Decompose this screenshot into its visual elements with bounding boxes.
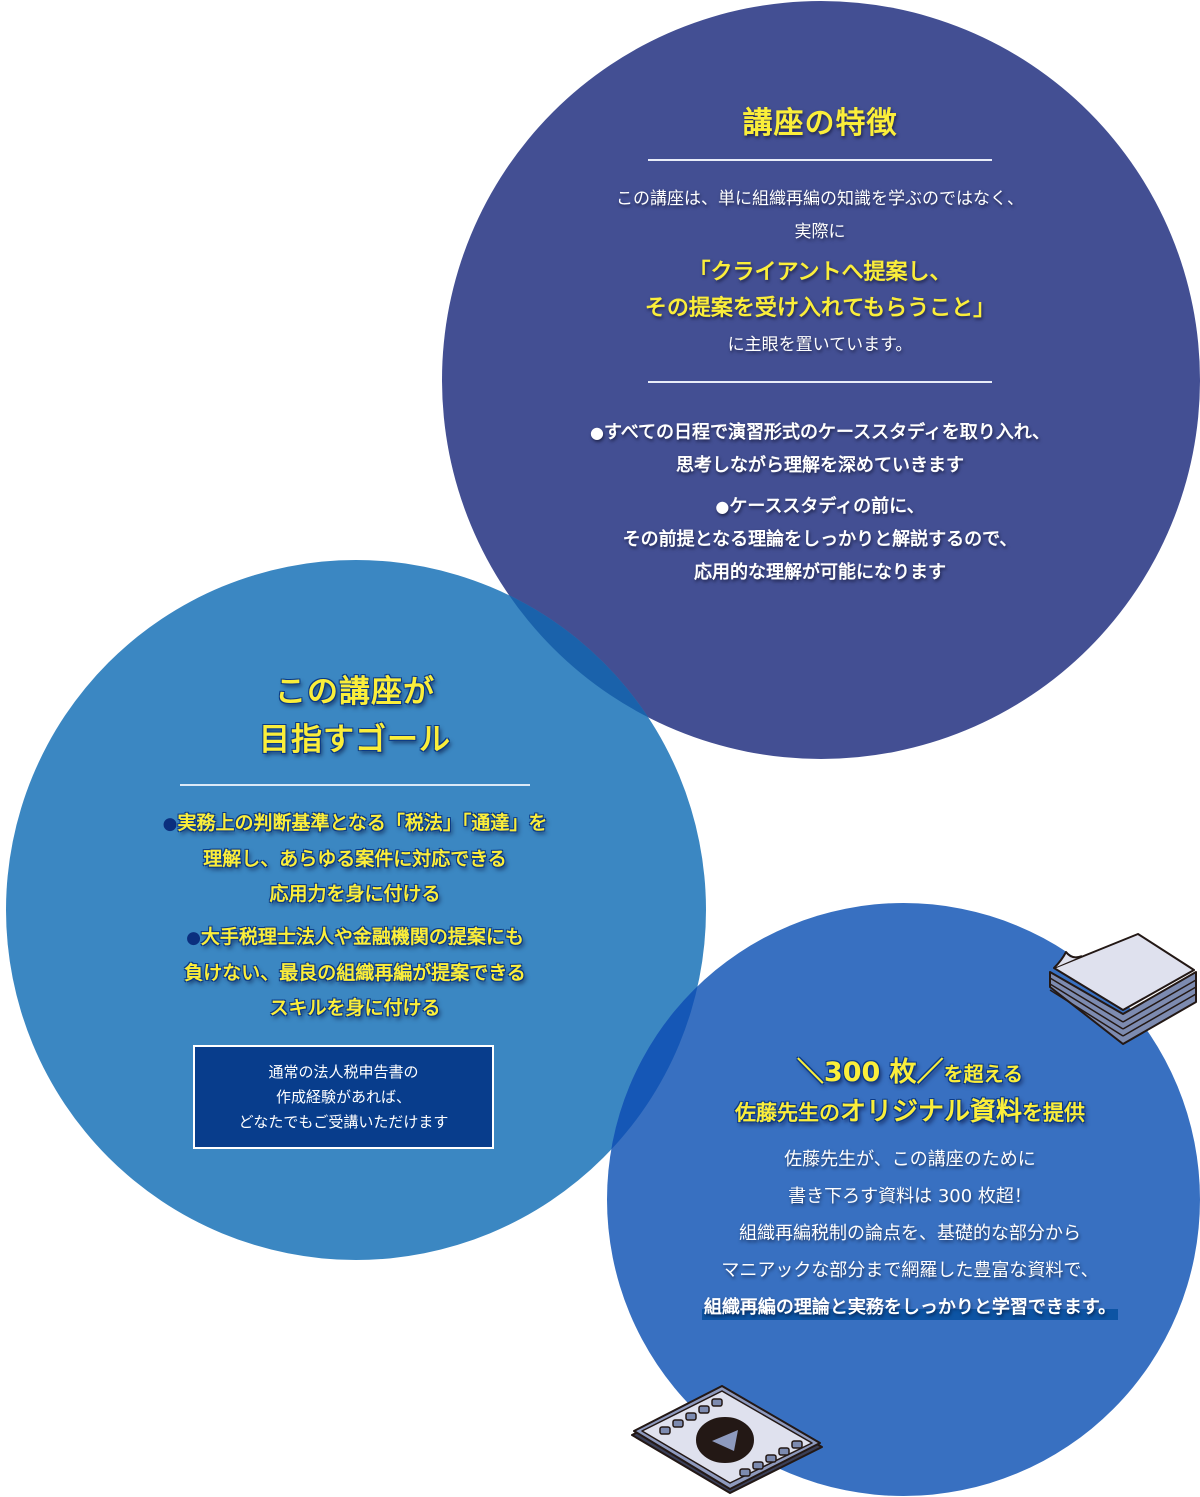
bullet-line: 応用力を身に付ける (269, 883, 441, 905)
subheadline-prefix: 佐藤先生の (734, 1101, 840, 1125)
requirement-line: 通常の法人税申告書の (268, 1062, 419, 1081)
body-line: 組織再編税制の論点を、基礎的な部分から (739, 1223, 1081, 1244)
requirement-line: どなたでもご受講いただけます (238, 1112, 449, 1131)
intro-line: この講座は、単に組織再編の知識を学ぶのではなく、 (616, 189, 1024, 209)
quote-line: その提案を受け入れてもらうこと」 (644, 296, 996, 321)
features-intro: この講座は、単に組織再編の知識を学ぶのではなく、 実際に (520, 183, 1120, 249)
divider (180, 784, 530, 786)
bullet-line: 応用的な理解が可能になります (694, 562, 946, 583)
goals-bullets: ●実務上の判断基準となる「税法」「通達」を 理解し、あらゆる案件に対応できる 応… (80, 806, 630, 1026)
requirement-box: 通常の法人税申告書の 作成経験があれば、 どなたでもご受講いただけます (193, 1045, 494, 1149)
body-line: 佐藤先生が、この講座のために (784, 1149, 1036, 1170)
headline-suffix: を超える (943, 1062, 1024, 1086)
features-bullet-item: ●ケーススタディの前に、 その前提となる理論をしっかりと解説するので、 応用的な… (520, 490, 1120, 589)
bullet-line: 大手税理士法人や金融機関の提案にも (200, 926, 524, 948)
quote-line: 「クライアントへ提案し、 (688, 260, 952, 285)
video-tablet-icon (631, 1385, 823, 1494)
page-count: 300 枚 (823, 1057, 917, 1088)
slash-right: ／ (916, 1057, 944, 1088)
bullet-line: 負けない、最良の組織再編が提案できる (184, 962, 526, 984)
bullet-line: スキルを身に付ける (269, 997, 441, 1019)
features-after: に主眼を置いています。 (727, 335, 913, 355)
bullet-line: すべての日程で演習形式のケーススタディを取り入れ、 (603, 422, 1050, 443)
features-section: 講座の特徴 この講座は、単に組織再編の知識を学ぶのではなく、 実際に 「クライア… (520, 100, 1120, 589)
materials-section: ＼300 枚／を超える 佐藤先生のオリジナル資料を提供 佐藤先生が、この講座のた… (630, 1053, 1190, 1326)
subheadline-emphasis: オリジナル資料 (839, 1097, 1022, 1127)
materials-headline: ＼300 枚／を超える (630, 1053, 1190, 1094)
materials-body: 佐藤先生が、この講座のために 書き下ろす資料は 300 枚超！ 組織再編税制の論… (630, 1141, 1190, 1326)
bullet-dot-icon: ● (589, 423, 604, 442)
materials-subheadline: 佐藤先生のオリジナル資料を提供 (630, 1094, 1190, 1131)
goals-bullet-item: ●大手税理士法人や金融機関の提案にも 負けない、最良の組織再編が提案できる スキ… (80, 920, 630, 1026)
features-quote: 「クライアントへ提案し、 その提案を受け入れてもらうこと」 (520, 255, 1120, 327)
body-line: 書き下ろす資料は 300 枚超！ (788, 1186, 1032, 1207)
title-line: 目指すゴール (259, 722, 451, 758)
bullet-dot-icon: ● (715, 497, 730, 516)
paper-stack-icon (1049, 933, 1197, 1045)
bullet-line: 思考しながら理解を深めていきます (676, 455, 964, 476)
bullet-line: 実務上の判断基準となる「税法」「通達」を (177, 812, 548, 834)
bullet-line: ケーススタディの前に、 (729, 496, 925, 517)
features-bullets: ●すべての日程で演習形式のケーススタディを取り入れ、 思考しながら理解を深めてい… (520, 416, 1120, 589)
goals-title: この講座が 目指すゴール (80, 668, 630, 764)
divider (648, 381, 992, 383)
features-bullet-item: ●すべての日程で演習形式のケーススタディを取り入れ、 思考しながら理解を深めてい… (520, 416, 1120, 482)
divider (648, 159, 992, 161)
bullet-dot-icon: ● (162, 814, 178, 834)
bullet-line: 理解し、あらゆる案件に対応できる (203, 848, 507, 870)
bullet-dot-icon: ● (186, 928, 201, 948)
intro-line: 実際に (794, 222, 846, 242)
title-line: この講座が (275, 674, 435, 710)
bullet-line: その前提となる理論をしっかりと解説するので、 (622, 529, 1018, 550)
subheadline-suffix: を提供 (1022, 1101, 1085, 1125)
materials-highlight: 組織再編の理論と実務をしっかりと学習できます。 (701, 1296, 1119, 1320)
goals-bullet-item: ●実務上の判断基準となる「税法」「通達」を 理解し、あらゆる案件に対応できる 応… (80, 806, 630, 912)
features-title: 講座の特徴 (742, 106, 898, 141)
requirement-line: 作成経験があれば、 (275, 1087, 411, 1106)
goals-section: この講座が 目指すゴール ●実務上の判断基準となる「税法」「通達」を 理解し、あ… (80, 668, 630, 1026)
slash-left: ＼ (796, 1057, 824, 1088)
body-line: マニアックな部分まで網羅した豊富な資料で、 (721, 1260, 1099, 1281)
